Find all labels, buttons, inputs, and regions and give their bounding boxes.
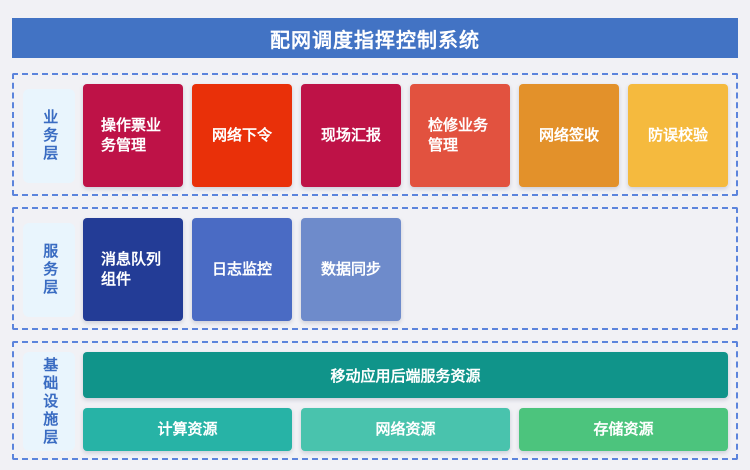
module-label: 存储资源 <box>593 420 654 438</box>
layer-label-business: 业务层 <box>23 88 75 183</box>
infrastructure-resources-row: 计算资源 网络资源 存储资源 <box>83 408 728 451</box>
module-label: 网络资源 <box>375 420 436 438</box>
module-label: 网络签收 <box>538 126 599 144</box>
module-network-command: 网络下令 <box>192 84 292 187</box>
module-label: 移动应用后端服务资源 <box>330 367 481 385</box>
module-label: 操作票业务管理 <box>101 116 162 154</box>
module-label: 网络下令 <box>211 126 272 144</box>
module-operation-ticket-management: 操作票业务管理 <box>83 84 183 187</box>
layer-section-infrastructure: 基础设施层 移动应用后端服务资源 计算资源 网络资源 存储资源 <box>12 341 738 460</box>
layer-label-service-text: 服务层 <box>41 242 59 297</box>
module-label: 防误校验 <box>647 126 708 144</box>
layer-label-service: 服务层 <box>23 222 75 317</box>
resource-network: 网络资源 <box>301 408 510 451</box>
layer-label-infrastructure-text: 基础设施层 <box>41 356 59 447</box>
resource-mobile-backend-service: 移动应用后端服务资源 <box>83 352 728 398</box>
page-title-bar: 配网调度指挥控制系统 <box>12 18 738 58</box>
resource-computing: 计算资源 <box>83 408 292 451</box>
infrastructure-content: 移动应用后端服务资源 计算资源 网络资源 存储资源 <box>83 352 728 451</box>
component-message-queue: 消息队列组件 <box>83 218 183 321</box>
module-maintenance-management: 检修业务管理 <box>410 84 510 187</box>
component-log-monitoring: 日志监控 <box>192 218 292 321</box>
component-data-sync: 数据同步 <box>301 218 401 321</box>
page-title: 配网调度指挥控制系统 <box>270 29 480 52</box>
module-label: 计算资源 <box>157 420 218 438</box>
module-field-report: 现场汇报 <box>301 84 401 187</box>
module-network-sign-off: 网络签收 <box>519 84 619 187</box>
module-label: 现场汇报 <box>320 126 381 144</box>
module-label: 检修业务管理 <box>428 116 489 154</box>
module-label: 消息队列组件 <box>101 250 162 288</box>
service-modules-row: 消息队列组件 日志监控 数据同步 <box>83 218 728 321</box>
layer-section-business: 业务层 操作票业务管理 网络下令 现场汇报 检修业务管理 网络签收 防误校验 <box>12 73 738 196</box>
layer-section-service: 服务层 消息队列组件 日志监控 数据同步 <box>12 207 738 330</box>
resource-storage: 存储资源 <box>519 408 728 451</box>
module-mistake-prevention-check: 防误校验 <box>628 84 728 187</box>
business-modules-row: 操作票业务管理 网络下令 现场汇报 检修业务管理 网络签收 防误校验 <box>83 84 728 187</box>
layer-label-infrastructure: 基础设施层 <box>23 352 75 451</box>
module-label: 数据同步 <box>320 260 381 278</box>
module-label: 日志监控 <box>211 260 272 278</box>
layer-label-business-text: 业务层 <box>41 108 59 163</box>
